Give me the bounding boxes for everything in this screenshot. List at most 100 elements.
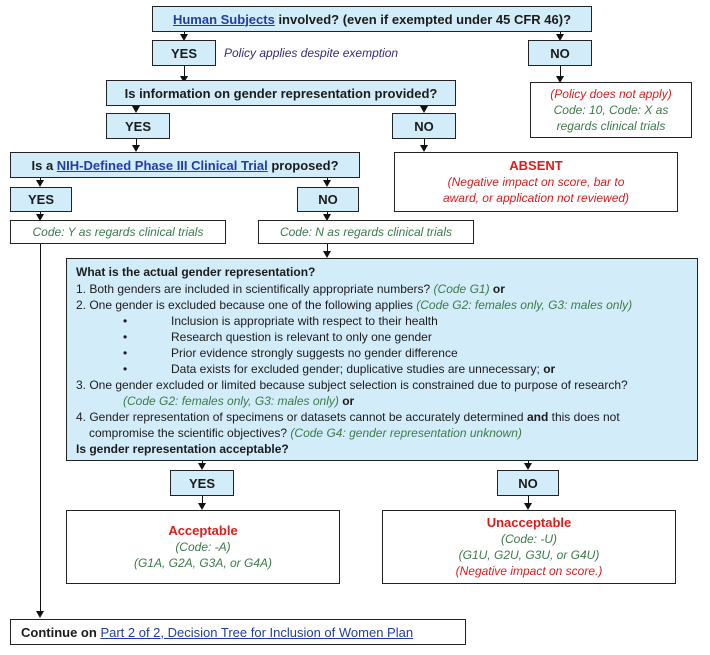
connector <box>560 66 561 77</box>
item-3-code-line: (Code G2: females only, G3: males only) … <box>123 393 354 409</box>
item-4-and: and <box>526 410 549 424</box>
arrow-icon <box>323 214 331 221</box>
policy-not-apply-box: (Policy does not apply) Code: 10, Code: … <box>530 82 692 138</box>
bullet-3: Prior evidence strongly suggests no gend… <box>171 346 458 360</box>
item-4-code: (Code G4: gender representation unknown) <box>290 426 522 440</box>
arrow-icon <box>36 180 44 187</box>
item-2-code: (Code G2: females only, G3: males only) <box>416 298 633 312</box>
no-button[interactable]: NO <box>392 113 456 139</box>
arrow-icon <box>556 34 564 41</box>
item-4-cont: compromise the scientific objectives? (C… <box>89 425 522 441</box>
yes-button[interactable]: YES <box>10 187 72 212</box>
yes-label: YES <box>27 192 54 207</box>
phase-iii-link[interactable]: NIH-Defined Phase III Clinical Trial <box>56 157 268 173</box>
arrow-icon <box>420 106 428 113</box>
unacceptable-codes-list: (G1U, G2U, G3U, or G4U) <box>458 548 600 562</box>
policy-not-apply-text: (Policy does not apply) <box>550 87 672 101</box>
continue-prefix: Continue on <box>21 624 101 640</box>
question-phase-iii: Is a NIH-Defined Phase III Clinical Tria… <box>10 152 360 178</box>
bullet-4: Data exists for excluded gender; duplica… <box>171 361 555 377</box>
connector <box>327 178 328 181</box>
policy-applies-note: Policy applies despite exemption <box>224 46 399 60</box>
absent-line-1: (Negative impact on score, bar to <box>447 175 625 189</box>
connector <box>40 178 41 181</box>
arrow-icon <box>524 503 532 510</box>
connector <box>560 31 561 36</box>
item-4-text-b: this does not <box>548 410 620 424</box>
gender-representation-box: What is the actual gender representation… <box>66 258 698 461</box>
code-n-text: Code: N as regards clinical trials <box>279 225 453 239</box>
item-1-code: (Code G1) <box>433 282 490 296</box>
absent-line-2: award, or application not reviewed) <box>442 191 630 205</box>
arrow-icon <box>132 106 140 113</box>
connector <box>136 139 137 146</box>
no-button[interactable]: NO <box>297 187 359 212</box>
unacceptable-impact: (Negative impact on score.) <box>455 564 603 578</box>
arrow-icon <box>132 145 140 152</box>
bullet-2: Research question is relevant to only on… <box>171 330 432 344</box>
arrow-icon <box>323 180 331 187</box>
item-4-text-a: 4. Gender representation of specimens or… <box>76 410 527 424</box>
item-1: 1. Both genders are included in scientif… <box>76 281 505 297</box>
bullet-icon: • <box>123 362 128 376</box>
connector <box>184 66 185 77</box>
bullet-1: Inclusion is appropriate with respect to… <box>171 314 438 328</box>
unacceptable-title: Unacceptable <box>486 515 572 530</box>
connector <box>327 211 328 216</box>
absent-box: ABSENT (Negative impact on score, bar to… <box>394 152 678 212</box>
arrow-icon <box>198 463 206 470</box>
code-n-box: Code: N as regards clinical trials <box>258 220 474 244</box>
bullet-icon: • <box>123 346 128 360</box>
item-4-text-c: compromise the scientific objectives? <box>89 426 291 440</box>
question-text: involved? (even if exempted under 45 CFR… <box>274 11 572 27</box>
unacceptable-code: (Code: -U) <box>500 532 557 546</box>
arrow-icon <box>36 214 44 221</box>
question-human-subjects: Human Subjects involved? (even if exempt… <box>152 6 592 32</box>
yes-label: YES <box>124 118 151 134</box>
acceptable-question: Is gender representation acceptable? <box>76 442 289 456</box>
item-3-code: (Code G2: females only, G3: males only) <box>123 394 339 408</box>
acceptable-code: (Code: -A) <box>175 540 231 554</box>
arrow-icon <box>524 463 532 470</box>
question-gender-info: Is information on gender representation … <box>106 80 456 106</box>
no-label: NO <box>550 45 570 61</box>
regards-clinical-text: regards clinical trials <box>556 119 666 133</box>
arrow-icon <box>198 503 206 510</box>
bullet-icon: • <box>123 330 128 344</box>
absent-title: ABSENT <box>509 158 563 173</box>
acceptable-codes-list: (G1A, G2A, G3A, or G4A) <box>133 556 273 570</box>
item-1-or: or <box>489 282 505 296</box>
question-text: Is information on gender representation … <box>124 85 438 101</box>
yes-button[interactable]: YES <box>152 40 216 66</box>
arrow-icon <box>180 76 188 83</box>
yes-button[interactable]: YES <box>106 113 170 139</box>
connector <box>40 244 41 611</box>
arrow-icon <box>36 611 44 618</box>
item-2: 2. One gender is excluded because one of… <box>76 297 632 313</box>
no-button[interactable]: NO <box>497 470 559 496</box>
no-label: NO <box>318 192 338 207</box>
yes-button[interactable]: YES <box>170 470 234 496</box>
item-4: 4. Gender representation of specimens or… <box>76 409 620 425</box>
no-button[interactable]: NO <box>528 40 592 66</box>
item-3-or: or <box>338 394 355 408</box>
acceptable-title: Acceptable <box>168 523 238 538</box>
item-1-text: 1. Both genders are included in scientif… <box>76 282 434 296</box>
no-label: NO <box>518 475 538 491</box>
arrow-icon <box>420 145 428 152</box>
bullet-icon: • <box>123 314 128 328</box>
question-suffix: proposed? <box>267 157 339 173</box>
code-10-x-text: Code: 10, Code: X as <box>553 103 669 117</box>
arrow-icon <box>556 76 564 83</box>
connector <box>327 244 328 252</box>
no-label: NO <box>414 118 434 134</box>
human-subjects-link[interactable]: Human Subjects <box>172 11 275 27</box>
part-2-link[interactable]: Part 2 of 2, Decision Tree for Inclusion… <box>100 624 414 640</box>
bullet-4-or: or <box>543 362 556 376</box>
code-y-text: Code: Y as regards clinical trials <box>32 225 204 239</box>
unacceptable-box: Unacceptable (Code: -U) (G1U, G2U, G3U, … <box>382 510 676 584</box>
connector <box>424 139 425 146</box>
arrow-icon <box>323 251 331 258</box>
acceptable-box: Acceptable (Code: -A) (G1A, G2A, G3A, or… <box>66 510 340 584</box>
item-3: 3. One gender excluded or limited becaus… <box>76 378 628 392</box>
